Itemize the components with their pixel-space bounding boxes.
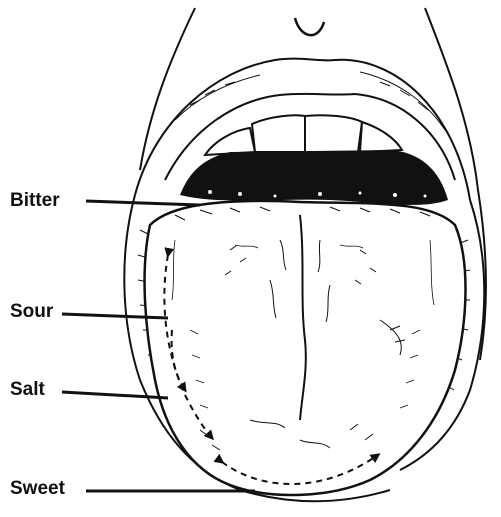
sweet-label: Sweet [10, 479, 65, 498]
salt-leader-line [62, 392, 168, 398]
bitter-leader-line [86, 201, 200, 205]
upper-teeth [205, 115, 402, 155]
sour-label: Sour [10, 302, 53, 321]
mouth-cavity [180, 150, 448, 205]
bitter-label: Bitter [10, 191, 60, 210]
salt-label: Salt [10, 380, 45, 399]
